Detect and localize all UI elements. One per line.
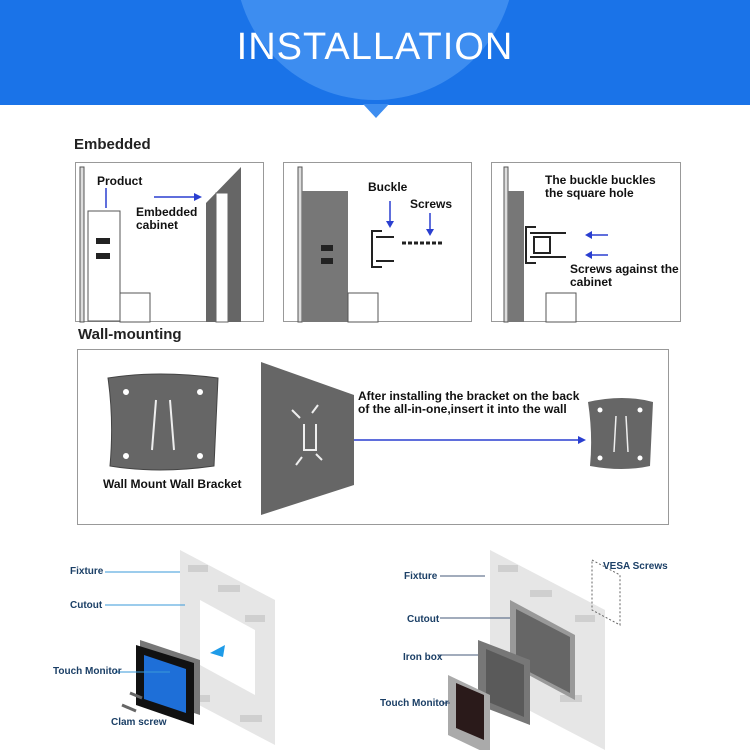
touch-monitor-label-left: Touch Monitor [53, 666, 122, 677]
embedded-diagram-1 [79, 166, 241, 323]
cutout-label-left: Cutout [70, 600, 103, 611]
flush-mount-diagram [105, 550, 275, 745]
embedded-panel-2: Buckle Screws [283, 162, 472, 323]
embedded-panel-3: The buckle buckles the square hole Screw… [491, 162, 681, 323]
cutout-label-right: Cutout [407, 614, 440, 625]
touch-monitor-label-right: Touch Monitor [380, 698, 449, 709]
fixture-label-left: Fixture [70, 566, 104, 577]
embedded-heading: Embedded [74, 136, 151, 153]
page-title: INSTALLATION [236, 26, 514, 68]
vesa-mount-diagram [438, 550, 621, 750]
clam-screw-label: Clam screw [111, 717, 167, 728]
cabinet-label: Embedded cabinet [136, 205, 198, 232]
product-label: Product [97, 174, 143, 188]
header-pointer [363, 104, 389, 118]
buckle-label: Buckle [368, 180, 408, 194]
screws-label: Screws [410, 197, 453, 211]
bracket-label: Wall Mount Wall Bracket [103, 477, 242, 491]
wall-heading: Wall-mounting [78, 326, 182, 343]
buckle-note: The buckle buckles the square hole [545, 173, 656, 200]
iron-box-label: Iron box [403, 652, 443, 663]
wall-instruction: After installing the bracket on the back… [358, 389, 580, 416]
wall-diagram [107, 362, 653, 515]
embedded-diagram-3 [503, 166, 608, 323]
header-banner: INSTALLATION [0, 0, 750, 105]
vesa-screws-label: VESA Screws [603, 561, 668, 572]
screws-note: Screws against the cabinet [570, 262, 679, 289]
embedded-diagram-2 [297, 166, 442, 323]
embedded-panel-1: Product Embedded cabinet [75, 162, 264, 323]
fixture-label-right: Fixture [404, 571, 438, 582]
wall-panel: Wall Mount Wall Bracket After installing… [77, 349, 669, 525]
